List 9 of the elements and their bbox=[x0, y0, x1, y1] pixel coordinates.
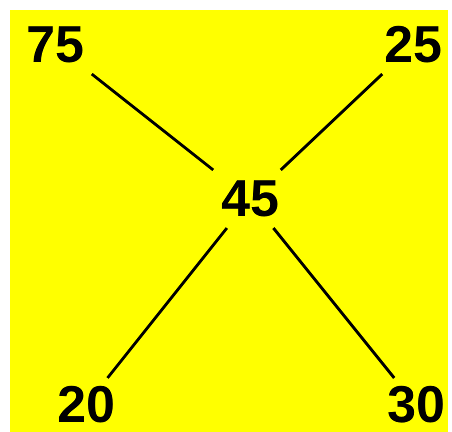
number-label: 30 bbox=[387, 379, 445, 431]
number-label: 75 bbox=[26, 19, 84, 71]
connector-line bbox=[280, 72, 384, 172]
connector-line bbox=[90, 72, 214, 172]
connector-line bbox=[272, 227, 396, 379]
number-label: 25 bbox=[384, 19, 442, 71]
number-label: 45 bbox=[221, 173, 279, 225]
connector-line bbox=[106, 227, 228, 379]
number-label: 20 bbox=[57, 379, 115, 431]
